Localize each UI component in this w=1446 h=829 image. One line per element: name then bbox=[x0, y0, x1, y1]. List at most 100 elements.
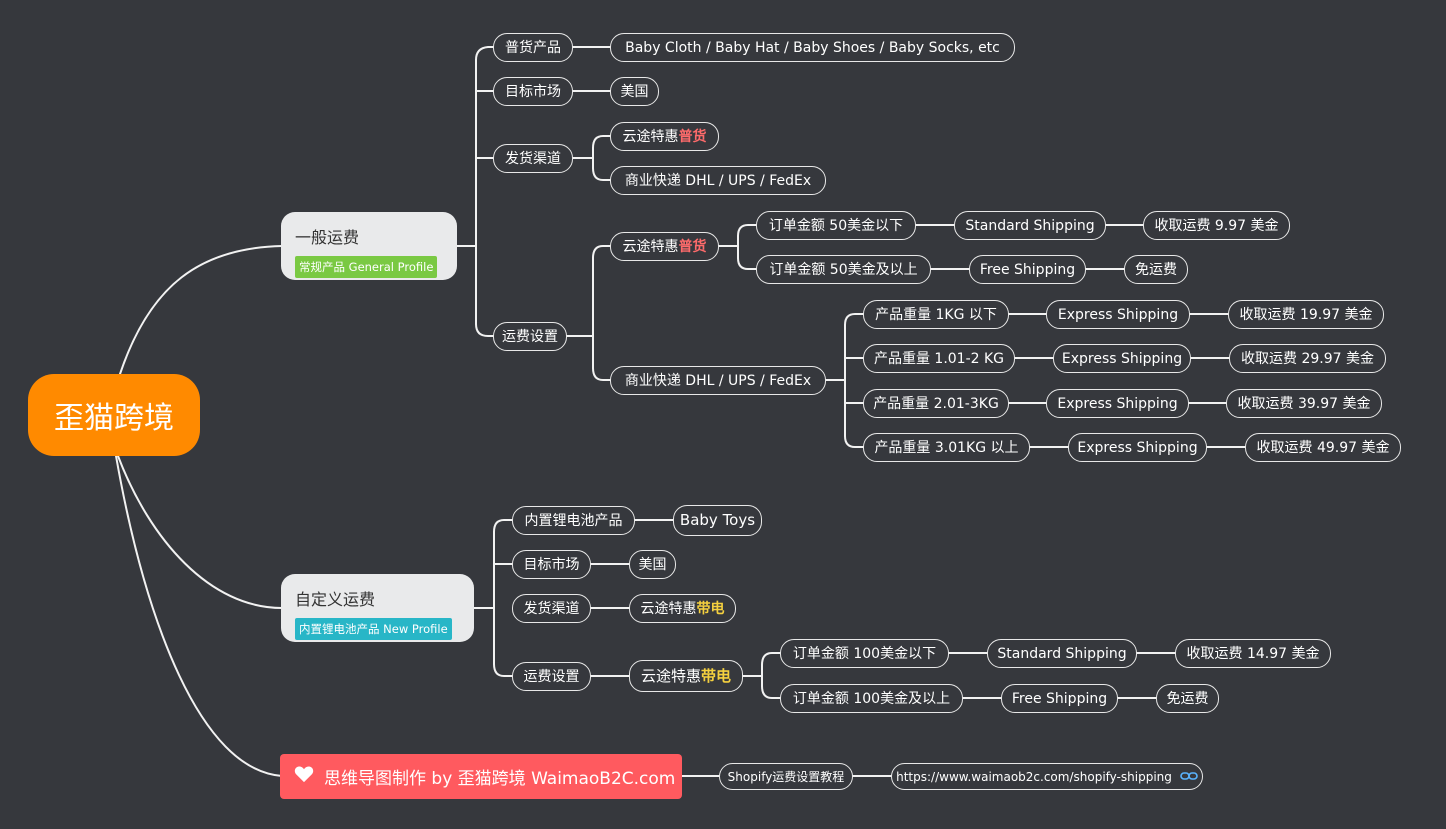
node-label: 运费设置 bbox=[502, 328, 558, 345]
node-label: 普货产品 bbox=[505, 39, 561, 56]
node-label: Standard Shipping bbox=[965, 217, 1095, 234]
node-shipping-fee[interactable]: 收取运费 49.97 美金 bbox=[1245, 433, 1401, 462]
node-label: 发货渠道 bbox=[505, 150, 561, 167]
credit-banner[interactable]: 思维导图制作 by 歪猫跨境 WaimaoB2C.com bbox=[280, 754, 682, 799]
node-shipping-fee[interactable]: 收取运费 14.97 美金 bbox=[1175, 639, 1331, 668]
node-custom-goods-value[interactable]: Baby Toys bbox=[673, 505, 762, 536]
node-custom-goods[interactable]: 内置锂电池产品 bbox=[512, 506, 635, 535]
node-label: Standard Shipping bbox=[997, 645, 1127, 662]
node-label: 目标市场 bbox=[505, 83, 561, 100]
node-weight-condition[interactable]: 产品重量 1KG 以下 bbox=[863, 300, 1009, 329]
node-custom-rates-yuntu[interactable]: 云途特惠带电 bbox=[629, 660, 743, 692]
node-rates-express[interactable]: 商业快递 DHL / UPS / FedEx bbox=[610, 366, 826, 395]
root-node[interactable]: 歪猫跨境 bbox=[28, 374, 200, 456]
node-shipping-method[interactable]: Free Shipping bbox=[1001, 684, 1118, 713]
node-label: 收取运费 14.97 美金 bbox=[1186, 645, 1320, 662]
node-condition[interactable]: 订单金额 50美金以下 bbox=[756, 211, 916, 240]
node-shipping-fee[interactable]: 收取运费 39.97 美金 bbox=[1226, 389, 1382, 418]
node-label: 目标市场 bbox=[523, 556, 580, 573]
node-general-market[interactable]: 目标市场 bbox=[493, 77, 573, 106]
node-general-rates[interactable]: 运费设置 bbox=[493, 322, 567, 351]
node-label: 产品重量 1.01-2 KG bbox=[873, 350, 1005, 367]
node-channel-yuntu-general[interactable]: 云途特惠普货 bbox=[610, 122, 719, 151]
node-shipping-method[interactable]: Express Shipping bbox=[1068, 433, 1207, 462]
node-label: 收取运费 19.97 美金 bbox=[1239, 306, 1373, 323]
credit-text: 思维导图制作 by 歪猫跨境 WaimaoB2C.com bbox=[324, 769, 676, 789]
highlight-text: 普货 bbox=[678, 238, 707, 255]
node-general-market-value[interactable]: 美国 bbox=[610, 77, 659, 106]
node-shipping-fee[interactable]: 免运费 bbox=[1124, 255, 1188, 284]
node-custom-channel-yuntu[interactable]: 云途特惠带电 bbox=[629, 594, 736, 623]
tutorial-link[interactable]: Shopify运费设置教程 bbox=[719, 763, 853, 790]
node-shipping-fee[interactable]: 免运费 bbox=[1156, 684, 1219, 713]
node-shipping-method[interactable]: Standard Shipping bbox=[954, 211, 1106, 240]
node-label: 商业快递 DHL / UPS / FedEx bbox=[624, 372, 812, 389]
node-general-goods-value[interactable]: Baby Cloth / Baby Hat / Baby Shoes / Bab… bbox=[610, 33, 1015, 62]
node-shipping-fee[interactable]: 收取运费 29.97 美金 bbox=[1229, 344, 1386, 373]
node-shipping-method[interactable]: Standard Shipping bbox=[987, 639, 1137, 668]
url-link[interactable]: https://www.waimaob2c.com/shopify-shippi… bbox=[891, 763, 1203, 790]
node-label: Baby Cloth / Baby Hat / Baby Shoes / Bab… bbox=[625, 39, 1000, 56]
node-shipping-method[interactable]: Express Shipping bbox=[1046, 389, 1189, 418]
node-label: 产品重量 2.01-3KG bbox=[873, 395, 999, 412]
profile-tag: 常规产品 General Profile bbox=[295, 256, 438, 278]
node-shipping-method[interactable]: Free Shipping bbox=[969, 255, 1086, 284]
node-custom-channel[interactable]: 发货渠道 bbox=[512, 594, 591, 623]
node-general-channel[interactable]: 发货渠道 bbox=[493, 144, 573, 173]
node-condition[interactable]: 订单金额 100美金以下 bbox=[780, 639, 949, 668]
node-custom-market-value[interactable]: 美国 bbox=[629, 550, 676, 579]
node-label: 云途特惠 bbox=[640, 666, 701, 685]
node-custom-rates[interactable]: 运费设置 bbox=[512, 662, 591, 691]
node-label: Express Shipping bbox=[1057, 306, 1179, 323]
node-label: Free Shipping bbox=[1011, 690, 1108, 707]
node-label: 云途特惠 bbox=[622, 128, 679, 145]
heart-icon bbox=[294, 765, 314, 788]
node-condition[interactable]: 订单金额 50美金及以上 bbox=[756, 255, 931, 284]
branch-title: 一般运费 bbox=[295, 228, 360, 247]
node-label: Express Shipping bbox=[1061, 350, 1183, 367]
node-label: Shopify运费设置教程 bbox=[727, 769, 845, 784]
node-label: 发货渠道 bbox=[523, 600, 580, 617]
node-label: 运费设置 bbox=[523, 668, 580, 685]
link-icon bbox=[1180, 771, 1198, 783]
node-weight-condition[interactable]: 产品重量 2.01-3KG bbox=[863, 389, 1009, 418]
highlight-text: 带电 bbox=[696, 600, 725, 617]
node-shipping-method[interactable]: Express Shipping bbox=[1053, 344, 1191, 373]
node-label: Express Shipping bbox=[1057, 395, 1178, 412]
branch-title: 自定义运费 bbox=[295, 590, 376, 609]
node-general-goods[interactable]: 普货产品 bbox=[493, 33, 573, 62]
node-shipping-fee[interactable]: 收取运费 19.97 美金 bbox=[1228, 300, 1384, 329]
node-label: Baby Toys bbox=[679, 511, 756, 529]
highlight-text: 普货 bbox=[678, 128, 707, 145]
profile-tag: 内置锂电池产品 New Profile bbox=[295, 618, 452, 640]
node-label: 订单金额 100美金及以上 bbox=[792, 690, 951, 707]
node-label: 订单金额 50美金及以上 bbox=[769, 261, 918, 278]
node-label: 收取运费 9.97 美金 bbox=[1154, 217, 1279, 234]
node-shipping-method[interactable]: Express Shipping bbox=[1046, 300, 1190, 329]
node-label: 免运费 bbox=[1135, 261, 1177, 278]
node-condition[interactable]: 订单金额 100美金及以上 bbox=[780, 684, 963, 713]
node-custom-market[interactable]: 目标市场 bbox=[512, 550, 591, 579]
node-label: 产品重量 3.01KG 以上 bbox=[874, 439, 1019, 456]
node-label: 美国 bbox=[638, 556, 667, 573]
node-label: 免运费 bbox=[1166, 690, 1209, 707]
node-label: 内置锂电池产品 bbox=[524, 512, 623, 529]
branch-general-shipping[interactable]: 一般运费 常规产品 General Profile bbox=[281, 212, 457, 280]
node-label: 云途特惠 bbox=[640, 600, 697, 617]
node-label: 收取运费 39.97 美金 bbox=[1237, 395, 1371, 412]
branch-custom-shipping[interactable]: 自定义运费 内置锂电池产品 New Profile bbox=[281, 574, 474, 642]
node-label: 云途特惠 bbox=[622, 238, 679, 255]
node-weight-condition[interactable]: 产品重量 1.01-2 KG bbox=[863, 344, 1015, 373]
node-label: Free Shipping bbox=[979, 261, 1076, 278]
node-channel-express[interactable]: 商业快递 DHL / UPS / FedEx bbox=[610, 166, 826, 195]
node-label: 产品重量 1KG 以下 bbox=[875, 306, 997, 323]
node-label: 订单金额 100美金以下 bbox=[792, 645, 937, 662]
node-weight-condition[interactable]: 产品重量 3.01KG 以上 bbox=[863, 433, 1030, 462]
url-text: https://www.waimaob2c.com/shopify-shippi… bbox=[896, 769, 1172, 784]
node-label: 收取运费 29.97 美金 bbox=[1241, 350, 1374, 367]
node-rates-yuntu-general[interactable]: 云途特惠普货 bbox=[610, 232, 719, 261]
node-label: Express Shipping bbox=[1077, 439, 1198, 456]
node-shipping-fee[interactable]: 收取运费 9.97 美金 bbox=[1143, 211, 1290, 240]
highlight-text: 带电 bbox=[701, 666, 732, 685]
